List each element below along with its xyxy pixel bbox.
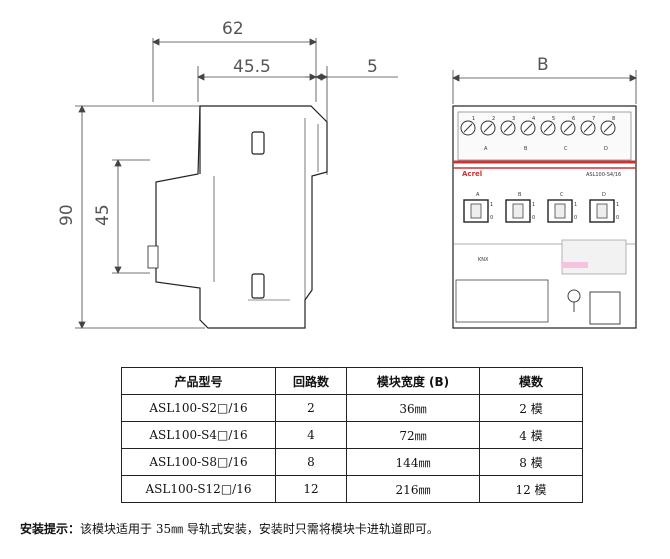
terminal-screw: 8	[600, 116, 616, 136]
installation-note: 安装提示：该模块适用于 35㎜ 导轨式安装，安装时只需将模块卡进轨道即可。	[20, 520, 439, 537]
cell-modules: 12 模	[479, 475, 583, 503]
model-spec-table: 产品型号 回路数 模块宽度 (B) 模数 ASL100-S2□/16 2 36㎜…	[121, 367, 583, 503]
switch-c[interactable]: C 1 0	[547, 192, 577, 223]
terminal-channel-label: B	[524, 146, 528, 152]
dim-5-label: 5	[367, 57, 378, 77]
terminal-number: 7	[592, 116, 595, 122]
switch-d[interactable]: D 1 0	[589, 192, 619, 223]
header-modules: 模数	[479, 367, 583, 395]
cell-circuits: 2	[275, 394, 347, 422]
switch-label: D	[602, 192, 606, 198]
terminal-number: 1	[472, 116, 475, 122]
terminal-row: 1 2 3 4 5 6 7 8A B C D	[460, 116, 616, 152]
knx-mark: KNX	[478, 257, 489, 263]
dim-62-label: 62	[222, 19, 244, 39]
table-row: ASL100-S8□/16 8 144㎜ 8 模	[121, 448, 583, 476]
switch-off-mark: 0	[532, 215, 535, 221]
switch-label: B	[518, 192, 522, 198]
terminal-screw: 6	[560, 116, 576, 136]
dim-45-5-label: 45.5	[233, 57, 271, 77]
terminal-number: 2	[492, 116, 495, 122]
note-label: 安装提示：	[20, 522, 81, 536]
cell-model: ASL100-S8□/16	[121, 448, 276, 476]
terminal-number: 4	[532, 116, 535, 122]
switch-label: A	[476, 192, 480, 198]
cell-width: 72㎜	[346, 421, 480, 449]
terminal-channel-label: C	[564, 146, 568, 152]
cell-model: ASL100-S2□/16	[121, 394, 276, 422]
terminal-number: 3	[512, 116, 515, 122]
switch-off-mark: 0	[490, 215, 493, 221]
switch-a[interactable]: A 1 0	[463, 192, 493, 223]
device-model-label: ASL100-S4/16	[586, 172, 621, 178]
terminal-screw: 3	[500, 116, 516, 136]
table-row: ASL100-S12□/16 12 216㎜ 12 模	[121, 475, 583, 503]
terminal-screw: 4	[520, 116, 536, 136]
terminal-number: 6	[572, 116, 575, 122]
brand-logo: Acrel	[462, 170, 482, 178]
table-header-row: 产品型号 回路数 模块宽度 (B) 模数	[121, 367, 583, 395]
cell-model: ASL100-S12□/16	[121, 475, 276, 503]
dim-45-label: 45	[93, 204, 113, 226]
switch-on-mark: 1	[574, 202, 577, 208]
switch-on-mark: 1	[616, 202, 619, 208]
header-width: 模块宽度 (B)	[346, 367, 480, 395]
switch-b[interactable]: B 1 0	[505, 192, 535, 223]
cell-modules: 2 模	[479, 394, 583, 422]
cell-width: 216㎜	[346, 475, 480, 503]
cell-modules: 8 模	[479, 448, 583, 476]
terminal-screw: 1	[460, 116, 476, 136]
switch-off-mark: 0	[616, 215, 619, 221]
cell-circuits: 12	[275, 475, 347, 503]
cell-model: ASL100-S4□/16	[121, 421, 276, 449]
switch-on-mark: 1	[490, 202, 493, 208]
terminal-number: 5	[552, 116, 555, 122]
dim-90-label: 90	[57, 204, 77, 226]
terminal-screw: 2	[480, 116, 496, 136]
table-row: ASL100-S4□/16 4 72㎜ 4 模	[121, 421, 583, 449]
cell-width: 36㎜	[346, 394, 480, 422]
cell-modules: 4 模	[479, 421, 583, 449]
front-dimensions	[452, 70, 637, 104]
terminal-screw: 5	[540, 116, 556, 136]
header-circuits: 回路数	[275, 367, 347, 395]
dim-b-label: B	[537, 55, 549, 75]
cell-width: 144㎜	[346, 448, 480, 476]
switch-on-mark: 1	[532, 202, 535, 208]
note-text: 该模块适用于 35㎜ 导轨式安装，安装时只需将模块卡进轨道即可。	[80, 522, 439, 536]
switch-label: C	[560, 192, 564, 198]
manual-switches: A 1 0 B 1 0 C 1 0 D 1 0	[463, 192, 619, 223]
cell-circuits: 8	[275, 448, 347, 476]
table-row: ASL100-S2□/16 2 36㎜ 2 模	[121, 394, 583, 422]
terminal-screw: 7	[580, 116, 596, 136]
terminal-channel-label: A	[484, 146, 488, 152]
cell-circuits: 4	[275, 421, 347, 449]
terminal-number: 8	[612, 116, 615, 122]
side-view	[147, 105, 328, 329]
header-model: 产品型号	[121, 367, 276, 395]
switch-off-mark: 0	[574, 215, 577, 221]
terminal-channel-label: D	[604, 146, 608, 152]
